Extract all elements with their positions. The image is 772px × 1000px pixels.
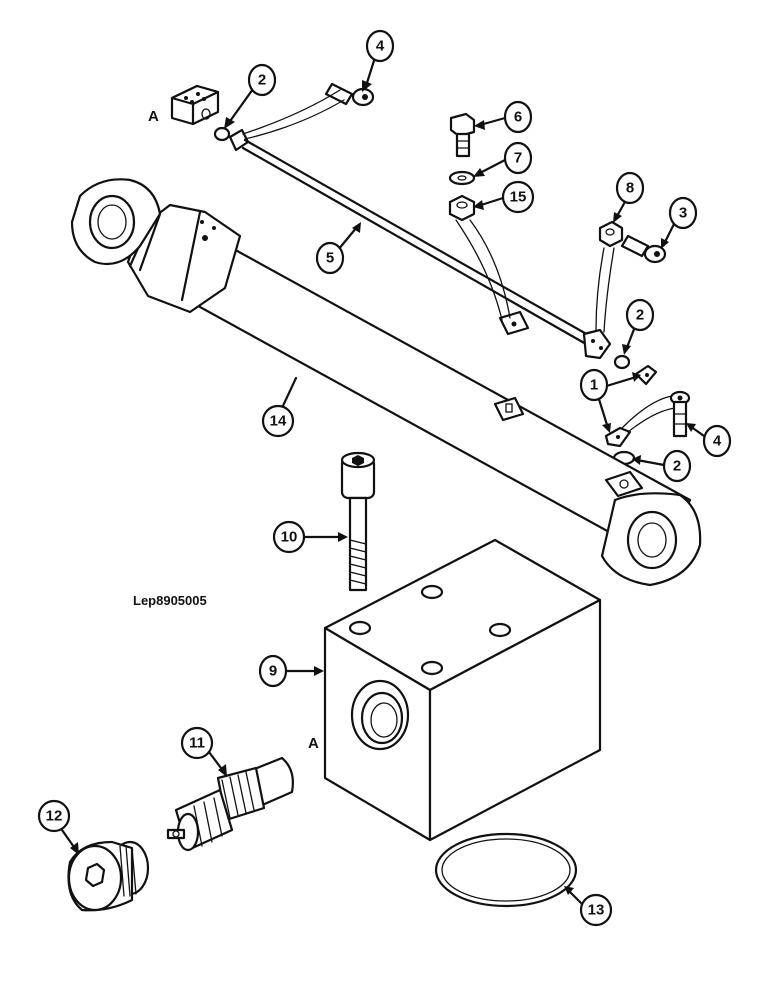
callout-14[interactable]: 14 [261, 404, 295, 438]
capscrew-10 [340, 451, 376, 592]
nut-15 [448, 194, 511, 321]
svg-text:1: 1 [590, 377, 598, 394]
hydraulic-pipe [228, 128, 612, 360]
callout-4-top[interactable]: 4 [365, 29, 395, 63]
svg-text:10: 10 [281, 529, 298, 546]
callout-11[interactable]: 11 [180, 726, 214, 760]
callout-12[interactable]: 12 [37, 799, 71, 833]
locking-clip-upper [634, 364, 658, 386]
large-o-ring [434, 832, 578, 908]
nut-8 [595, 220, 624, 333]
locking-clip-lower [604, 395, 677, 448]
hex-plug [67, 840, 150, 912]
svg-text:2: 2 [258, 72, 266, 89]
relief-valve-cartridge [166, 756, 294, 852]
callout-1[interactable]: 1 [579, 368, 609, 402]
callout-3[interactable]: 3 [668, 196, 698, 230]
callout-7[interactable]: 7 [503, 141, 533, 175]
view-label-a-top: A [148, 108, 159, 125]
valve-block-large [323, 538, 602, 842]
hydraulic-cylinder [70, 178, 702, 587]
svg-text:11: 11 [189, 735, 205, 752]
bolt-6 [449, 112, 476, 158]
callouts: 4 2 6 7 15 8 3 5 [37, 29, 732, 927]
callout-9[interactable]: 9 [258, 654, 288, 688]
svg-text:9: 9 [269, 663, 277, 680]
svg-text:6: 6 [514, 109, 522, 126]
svg-text:8: 8 [626, 180, 634, 197]
capscrew-top [242, 82, 375, 140]
capscrew-3 [620, 234, 667, 264]
svg-text:14: 14 [270, 413, 287, 430]
svg-text:15: 15 [510, 189, 527, 206]
callout-4-bottom[interactable]: 4 [702, 424, 732, 458]
svg-text:7: 7 [514, 150, 522, 167]
washer-7 [448, 170, 476, 186]
capscrew-lower [669, 390, 691, 438]
callout-13[interactable]: 13 [579, 893, 613, 927]
svg-text:13: 13 [588, 902, 605, 919]
callout-8[interactable]: 8 [615, 171, 645, 205]
callout-10[interactable]: 10 [272, 520, 306, 554]
callout-5[interactable]: 5 [315, 241, 345, 275]
callout-2-top[interactable]: 2 [247, 63, 277, 97]
svg-text:5: 5 [326, 250, 334, 267]
svg-text:2: 2 [673, 458, 681, 475]
valve-block-small [170, 84, 220, 126]
o-ring-top [213, 126, 231, 142]
callout-15[interactable]: 15 [501, 180, 535, 214]
drawing-reference: Lep8905005 [133, 593, 207, 608]
view-label-a-bottom: A [308, 735, 319, 752]
svg-text:2: 2 [636, 307, 644, 324]
svg-text:12: 12 [46, 808, 63, 825]
callout-6[interactable]: 6 [503, 100, 533, 134]
svg-text:4: 4 [376, 38, 385, 55]
callout-2-mid[interactable]: 2 [625, 298, 655, 332]
callout-2-bottom[interactable]: 2 [662, 449, 692, 483]
svg-text:3: 3 [679, 205, 687, 222]
svg-text:4: 4 [713, 433, 722, 450]
o-ring-mid [613, 354, 631, 370]
